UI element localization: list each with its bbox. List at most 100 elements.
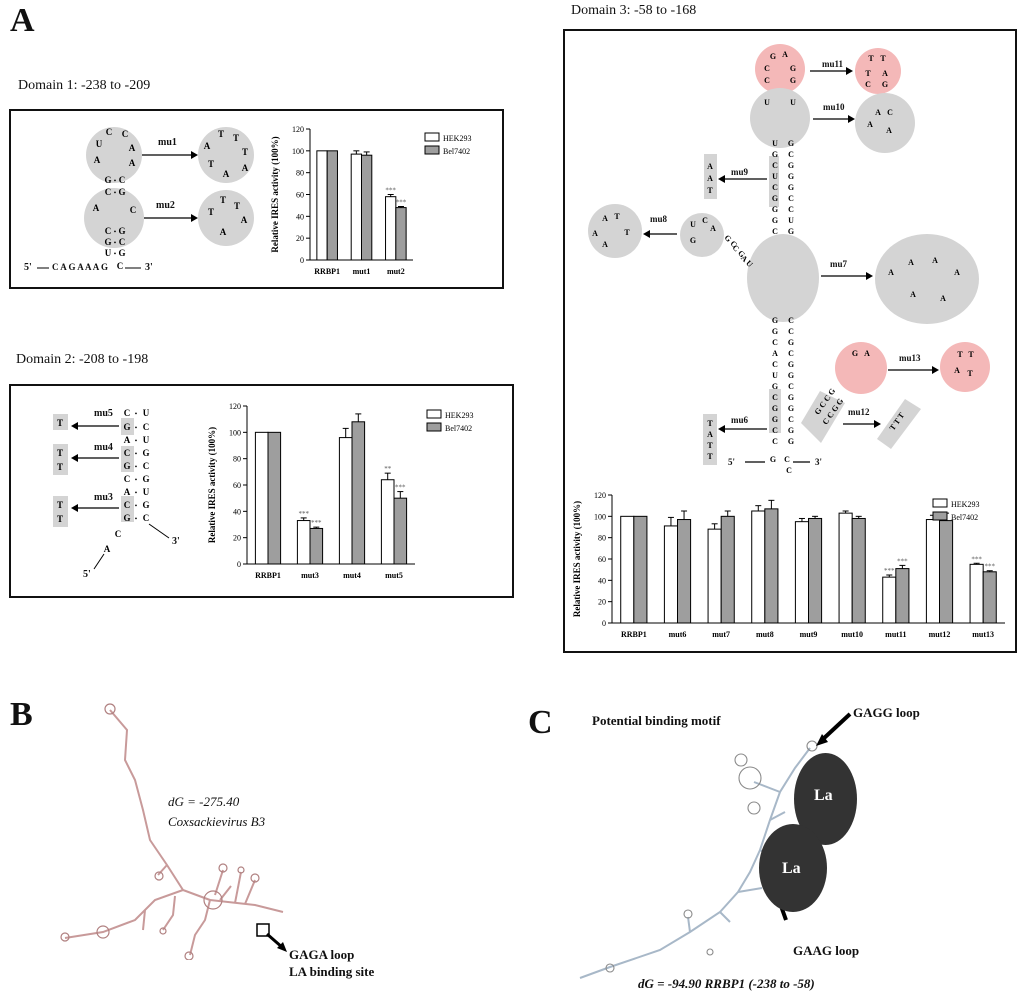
svg-text:U: U: [96, 139, 103, 149]
svg-text:A: A: [602, 240, 608, 249]
svg-text:C: C: [772, 183, 778, 192]
panel-c-gaag-loop: GAAG loop: [793, 943, 860, 958]
svg-text:G: G: [788, 183, 794, 192]
svg-text:•: •: [135, 410, 138, 418]
legend-swatch: [424, 132, 440, 142]
bar: [663, 525, 679, 624]
x-tick-label: mut4: [343, 571, 361, 580]
legend-label: HEK293: [445, 411, 473, 420]
svg-text:T: T: [234, 201, 240, 211]
domain2-title: Domain 2: -208 to -198: [16, 352, 149, 367]
svg-text:G: G: [788, 172, 794, 181]
svg-text:C: C: [772, 161, 778, 170]
bar: [309, 527, 324, 565]
svg-text:•: •: [135, 463, 138, 471]
svg-text:C: C: [124, 408, 131, 418]
mu13-label: mu13: [899, 353, 921, 363]
mu6-label: mu6: [731, 415, 749, 425]
svg-text:T: T: [968, 350, 974, 359]
legend-swatch: [426, 409, 442, 419]
svg-text:C: C: [702, 216, 708, 225]
svg-text:T: T: [868, 54, 874, 63]
x-tick-label: mut5: [385, 571, 403, 580]
svg-text:A: A: [954, 366, 960, 375]
significance-mark: ***: [984, 563, 995, 571]
svg-text:T: T: [707, 441, 713, 450]
svg-text:•: •: [135, 502, 138, 510]
svg-text:A: A: [772, 349, 778, 358]
panel-c-rna-structure: [579, 712, 852, 979]
legend-label: Bel7402: [443, 147, 470, 156]
svg-text:A: A: [124, 487, 131, 497]
significance-mark: ***: [884, 567, 895, 575]
svg-text:A: A: [867, 120, 873, 129]
y-tick-label: 100: [594, 512, 606, 521]
svg-text:•: •: [135, 476, 138, 484]
svg-text:A: A: [910, 290, 916, 299]
x-tick-label: mut3: [301, 571, 319, 580]
svg-text:T: T: [218, 129, 224, 139]
svg-text:G: G: [790, 76, 796, 85]
y-axis-label: Relative IRES activity (100%): [572, 501, 582, 617]
y-tick-label: 120: [594, 491, 606, 500]
legend-label: HEK293: [443, 134, 471, 143]
svg-text:G: G: [772, 316, 778, 325]
svg-text:U: U: [788, 216, 794, 225]
x-tick-label: RRBP1: [621, 630, 647, 639]
bar: [939, 520, 954, 624]
svg-text:T: T: [208, 159, 214, 169]
bar: [361, 154, 373, 261]
x-tick-label: mut9: [800, 630, 818, 639]
svg-text:G: G: [772, 415, 778, 424]
x-tick-label: mut11: [885, 630, 906, 639]
svg-text:C: C: [106, 127, 113, 137]
svg-text:G: G: [788, 360, 794, 369]
svg-text:T: T: [57, 448, 63, 458]
x-tick-label: RRBP1: [255, 571, 281, 580]
svg-text:C: C: [772, 227, 778, 236]
svg-text:T: T: [624, 228, 630, 237]
svg-text:G: G: [770, 52, 776, 61]
svg-text:U: U: [772, 139, 778, 148]
svg-text:•: •: [135, 424, 138, 432]
svg-text:A: A: [124, 435, 131, 445]
svg-text:A: A: [888, 268, 894, 277]
svg-text:C: C: [772, 437, 778, 446]
svg-text:A: A: [886, 126, 892, 135]
bar: [393, 497, 408, 565]
svg-text:U: U: [790, 98, 796, 107]
svg-text:C: C: [124, 448, 131, 458]
svg-text:G: G: [142, 474, 149, 484]
svg-text:A: A: [932, 256, 938, 265]
svg-text:U: U: [143, 435, 150, 445]
svg-text:C: C: [772, 360, 778, 369]
svg-text:C: C: [119, 175, 126, 185]
svg-text:C: C: [788, 150, 794, 159]
svg-text:G: G: [123, 513, 130, 523]
svg-text:U: U: [690, 220, 696, 229]
bar: [296, 520, 311, 565]
svg-text:C: C: [124, 500, 131, 510]
bar: [380, 479, 395, 565]
svg-text:T: T: [57, 418, 63, 428]
bar: [707, 528, 722, 624]
bar: [838, 512, 853, 624]
bar: [267, 431, 282, 565]
svg-text:C: C: [772, 426, 778, 435]
svg-text:T: T: [220, 195, 226, 205]
svg-text:T: T: [614, 212, 620, 221]
svg-text:A: A: [875, 108, 881, 117]
svg-text:A: A: [93, 203, 100, 213]
svg-text:G: G: [882, 80, 888, 89]
y-tick-label: 40: [296, 212, 304, 221]
svg-text:T: T: [957, 350, 963, 359]
panel-b-gaga-loop: GAGA loop: [289, 947, 355, 962]
svg-text:G: G: [852, 349, 858, 358]
y-tick-label: 40: [598, 576, 606, 585]
